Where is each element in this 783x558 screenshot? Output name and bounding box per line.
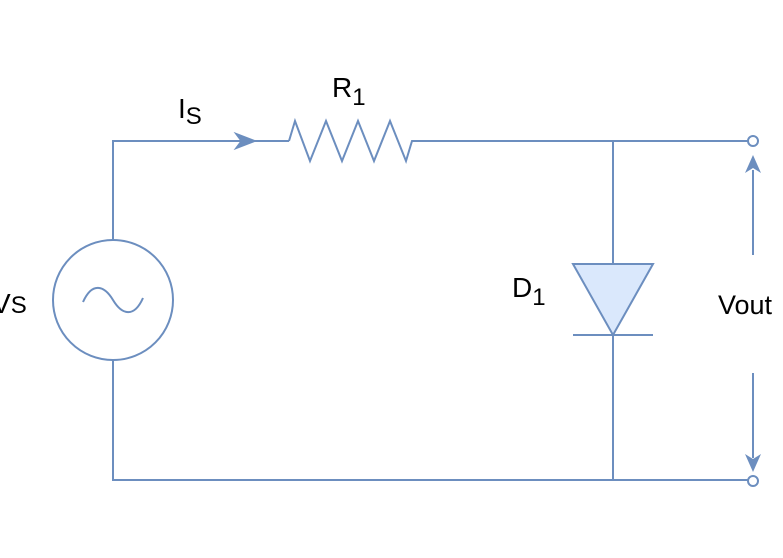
source-label: VS [0,288,27,319]
current-label: IS [178,93,202,130]
diode-label: D1 [512,272,546,311]
current-arrow-icon [233,131,258,151]
arrow-up-icon [745,155,761,173]
ac-source-icon [52,239,174,361]
resistor-label: R1 [332,72,366,111]
resistor-icon [288,117,418,165]
terminal-top-icon [747,135,759,147]
arrow-down-icon [745,454,761,472]
wire-left-bottom [112,360,748,481]
wire-left-top [112,140,289,240]
output-label: Vout [718,290,773,320]
sine-icon [82,286,144,314]
terminal-bottom-icon [747,475,759,487]
diode-icon [571,263,655,338]
